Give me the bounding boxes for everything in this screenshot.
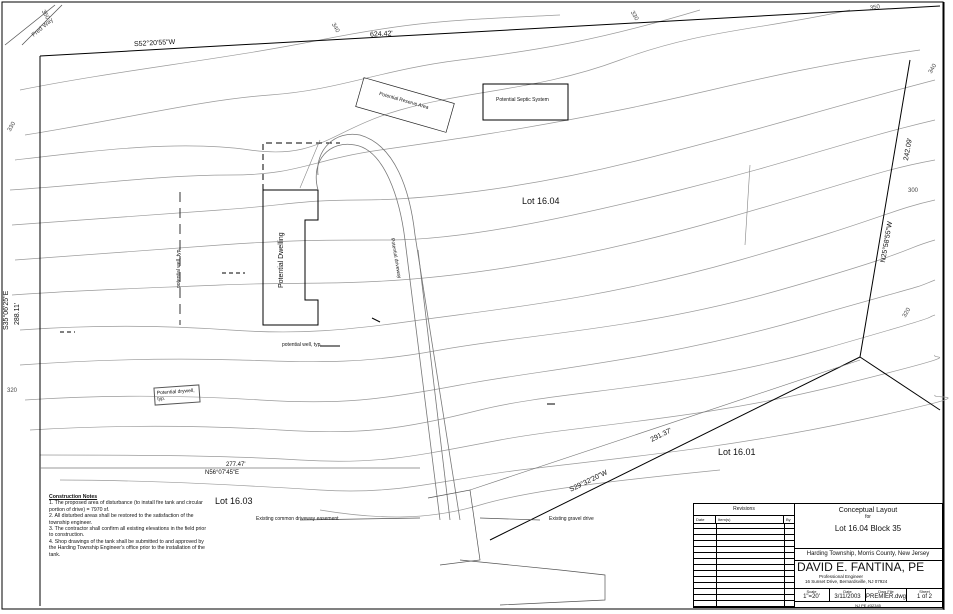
- note-item: 2. All disturbed areas shall be restored…: [49, 513, 194, 526]
- notes-heading: Construction Notes: [49, 494, 98, 500]
- title-block-info: Conceptual Layout for Lot 16.04 Block 35…: [794, 504, 942, 608]
- bearing-label-left: S35°06'25"E: [3, 290, 10, 330]
- contour-label: 320: [7, 388, 18, 394]
- license-number: NJ PE #32345: [855, 603, 881, 608]
- dwelling-label: Potential Dwelling: [278, 232, 285, 288]
- septic-system-area: [482, 83, 569, 121]
- drawing-title-box: Conceptual Layout for Lot 16.04 Block 35: [794, 504, 942, 549]
- lot-line-southeast: [469, 359, 861, 491]
- drawing-title: Conceptual Layout: [838, 507, 898, 514]
- engineer-name: DAVID E. FANTINA, PE: [797, 560, 925, 574]
- revisions-header: Revisions: [694, 504, 794, 516]
- dwelling-outline: [262, 189, 319, 326]
- rev-col-date: Date: [694, 516, 716, 523]
- rev-col-items: Item(s): [716, 516, 784, 523]
- engineer-address: 16 Sunset Drive, Bernardsville, NJ 07924: [805, 579, 888, 584]
- lot-label-main: Lot 16.04: [522, 196, 560, 206]
- property-lines: [39, 5, 941, 606]
- well-markers: [60, 272, 555, 405]
- bearing-label-bottom: N56°07'45"E: [205, 470, 240, 476]
- lot-label-left: Lot 16.03: [215, 496, 253, 506]
- gravel-drive: [299, 489, 606, 606]
- revisions-rows: [694, 523, 794, 607]
- dwelling-dashed-outline: [262, 142, 340, 190]
- lot-label-right: Lot 16.01: [718, 447, 756, 457]
- engineer-role: Professional Engineer: [819, 574, 864, 579]
- drywell-label: Potential drywell, typ.: [153, 384, 201, 406]
- distance-label-bottom: 277.47': [226, 462, 246, 468]
- note-item: 4. Shop drawings of the tank shall be su…: [49, 538, 205, 558]
- note-item: 3. The contractor shall confirm all exis…: [49, 526, 207, 539]
- distance-label-left: 288.11': [14, 302, 21, 325]
- note-item: 1. The proposed area of disturbance (to …: [49, 500, 203, 513]
- contour-label: 300: [908, 188, 919, 194]
- driveway: [315, 133, 461, 521]
- drawing-title-for: for: [865, 514, 871, 520]
- setback-line-top: [299, 139, 321, 189]
- construction-notes: Construction Notes 1. The proposed area …: [49, 494, 209, 558]
- rev-col-by: By: [786, 517, 791, 522]
- engineer-box: DAVID E. FANTINA, PE Professional Engine…: [794, 561, 942, 589]
- easement-label: Existing common driveway easement: [256, 516, 339, 522]
- septic-system-label: Potential Septic System: [496, 97, 549, 103]
- reserve-area: [355, 77, 455, 133]
- gravel-drive-label: Existing gravel drive: [549, 516, 594, 522]
- well-label: potential well, typ.: [282, 342, 322, 348]
- contour-lines: [9, 9, 949, 518]
- title-block: Revisions Date Item(s) By Conceptual Lay…: [693, 503, 943, 608]
- revisions-table: Revisions Date Item(s) By: [694, 504, 795, 607]
- road-lines: [4, 4, 63, 46]
- distance-label-top: 624.42': [369, 30, 393, 39]
- well-label-side: potential well, typ.: [176, 248, 182, 288]
- drawing-subtitle: Lot 16.04 Block 35: [834, 524, 902, 533]
- setback-line-right: [744, 164, 751, 246]
- location-label: Harding Township, Morris County, New Jer…: [794, 549, 942, 561]
